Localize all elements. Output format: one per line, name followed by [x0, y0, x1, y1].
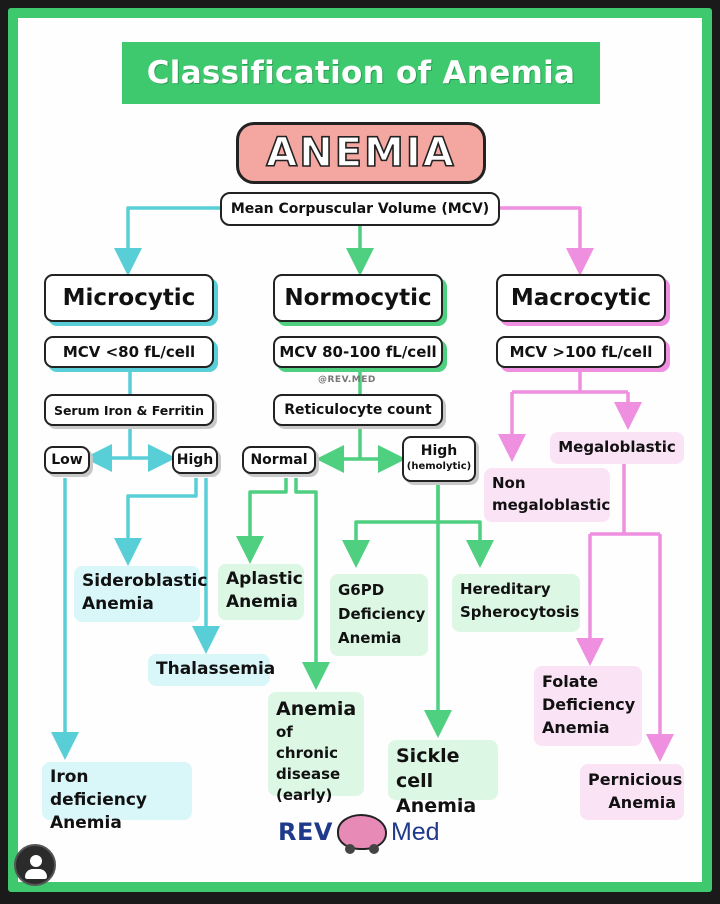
- thalassemia-label: Thalassemia: [148, 654, 275, 686]
- non-megaloblastic-label: Non megaloblastic: [484, 468, 610, 522]
- anemia-chronic-body: of chronic disease (early): [276, 723, 341, 804]
- normo-normal-to-aplastic: [236, 478, 288, 564]
- anemia-chronic-title: Anemia: [276, 698, 357, 720]
- normocytic-mcv-box: MCV 80-100 fL/cell: [273, 336, 443, 368]
- anemia-title: ANEMIA: [236, 122, 486, 184]
- folate-deficiency-anemia-label: Folate Deficiency Anemia: [534, 666, 642, 746]
- high-hemolytic-label: High: [420, 443, 458, 459]
- high-result-box: High: [172, 446, 218, 474]
- high-hemolytic-box: High (hemolytic): [402, 436, 476, 482]
- microcytic-mcv-box: MCV <80 fL/cell: [44, 336, 214, 368]
- megaloblastic-label: Megaloblastic: [550, 432, 684, 464]
- mcv-criterion-box: Mean Corpuscular Volume (MCV): [220, 192, 500, 226]
- low-result-box: Low: [44, 446, 90, 474]
- arrow-to-microcytic: [114, 206, 222, 276]
- banner-title: Classification of Anemia: [122, 42, 600, 104]
- macrocytic-mcv-box: MCV >100 fL/cell: [496, 336, 666, 368]
- g6pd-deficiency-anemia-label: G6PD Deficiency Anemia: [330, 574, 428, 656]
- brain-car-icon: [336, 814, 387, 854]
- reticulocyte-count-box: Reticulocyte count: [273, 394, 443, 426]
- micro-high-to-sidero: [114, 478, 198, 566]
- microcytic-box: Microcytic: [44, 274, 214, 322]
- hemolytic-sublabel: (hemolytic): [406, 461, 472, 472]
- arrow-to-macrocytic: [500, 206, 594, 276]
- hereditary-spherocytosis-label: Hereditary Spherocytosis: [452, 574, 580, 632]
- normocytic-box: Normocytic: [273, 274, 443, 322]
- revmed-logo: REV Med: [278, 808, 458, 856]
- macrocytic-box: Macrocytic: [496, 274, 666, 322]
- anemia-chronic-disease-box: Anemia of chronic disease (early): [268, 692, 364, 804]
- pernicious-anemia-label: Pernicious Anemia: [580, 764, 684, 820]
- logo-rev-text: REV: [278, 818, 333, 846]
- sideroblastic-anemia-label: Sideroblastic Anemia: [74, 566, 207, 622]
- profile-avatar-icon[interactable]: [14, 844, 56, 886]
- logo-med-text: Med: [390, 817, 440, 846]
- sickle-cell-anemia-label: Sickle cell Anemia: [388, 740, 498, 817]
- iron-deficiency-anemia-label: Iron deficiency Anemia: [42, 762, 192, 833]
- watermark: @REV.MED: [318, 375, 376, 385]
- aplastic-anemia-label: Aplastic Anemia: [218, 564, 304, 620]
- normo-high-to-g6pd: [342, 484, 440, 568]
- normal-result-box: Normal: [242, 446, 316, 474]
- serum-iron-ferritin-box: Serum Iron & Ferritin: [44, 394, 214, 426]
- normo-high-to-sphero: [438, 520, 494, 568]
- normo-normal-to-chronic: [294, 478, 330, 690]
